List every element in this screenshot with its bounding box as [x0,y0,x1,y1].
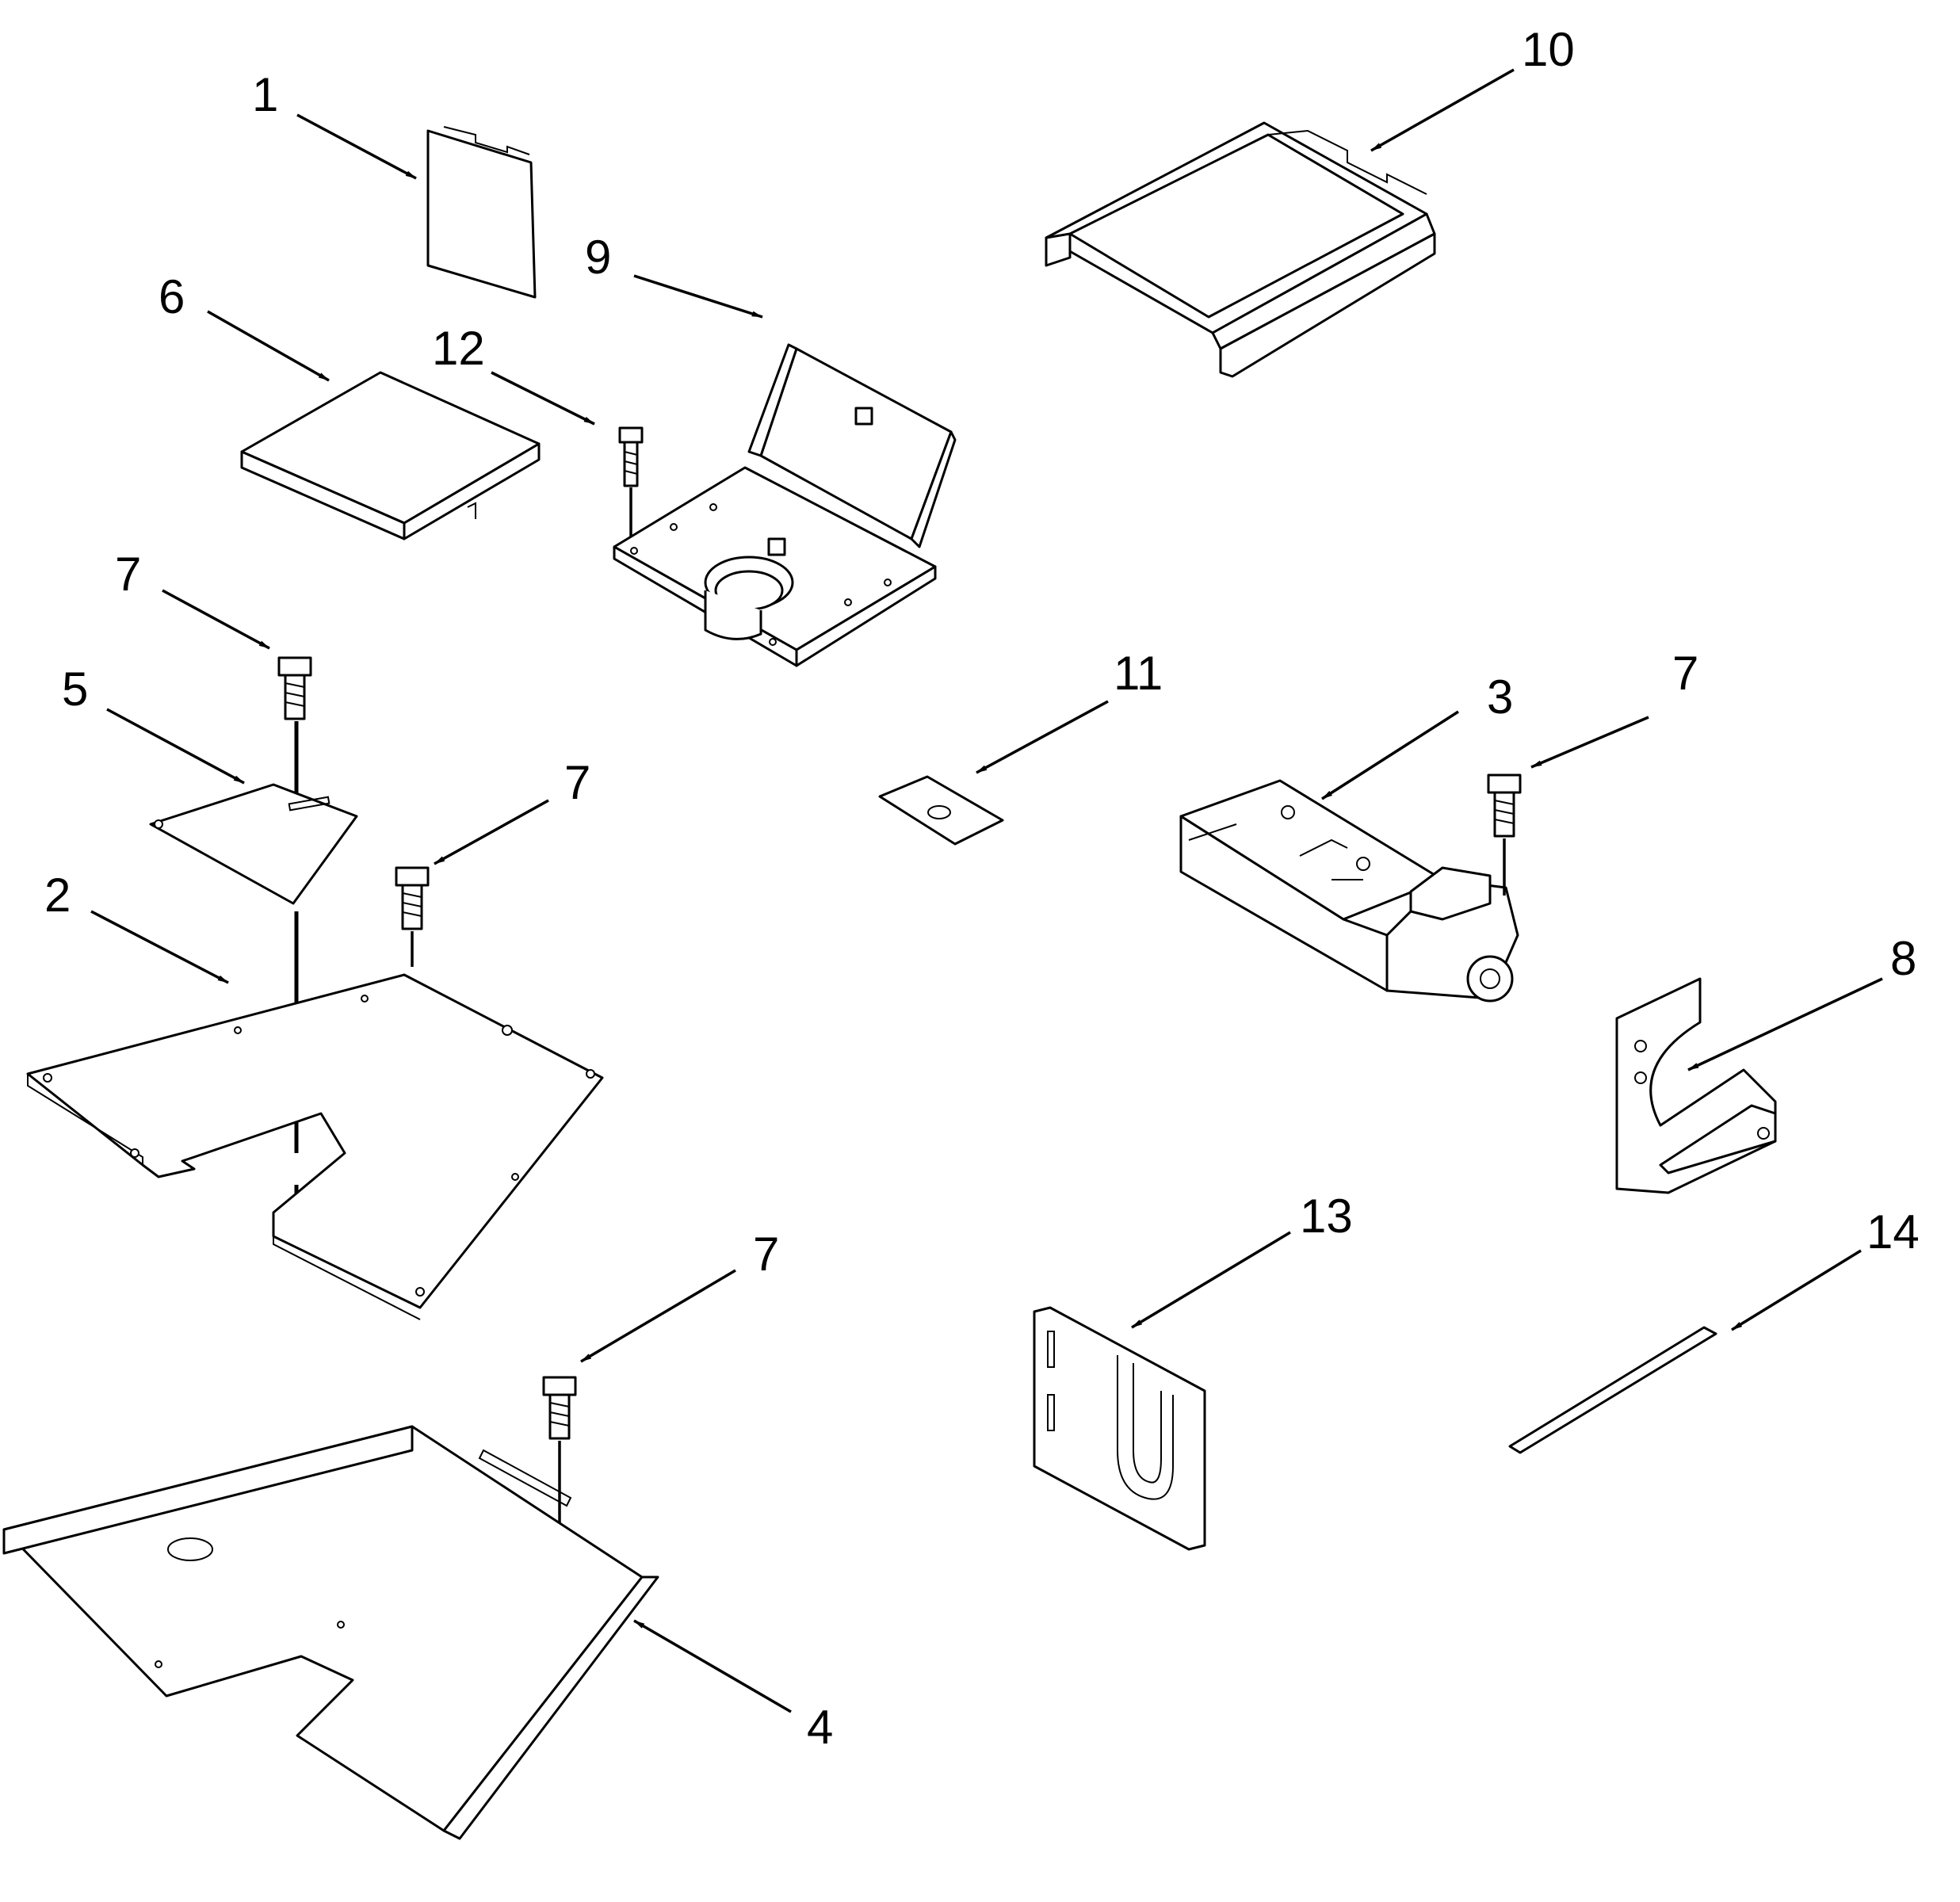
callout-1: 1 [252,68,278,121]
callout-6: 6 [159,270,185,323]
part-13-slotted-plate[interactable] [1033,1306,1206,1551]
callout-7b: 7 [564,756,590,809]
callout-labels: 1 2 3 4 5 6 7 7 7 7 8 9 10 11 12 13 14 [44,23,1920,1754]
callout-7d: 7 [753,1228,779,1281]
part-4-floor-pan[interactable] [2,1425,659,1840]
part-7-screw-a[interactable] [277,656,312,720]
callout-8: 8 [1890,932,1916,985]
callout-7a: 7 [115,548,141,601]
callout-3: 3 [1487,670,1513,724]
part-5-plate[interactable] [149,783,358,905]
part-2-base-plate[interactable] [26,973,604,1320]
callout-11: 11 [1114,647,1163,700]
callout-2: 2 [44,869,71,922]
part-12-screw[interactable] [618,426,644,539]
part-8-curved-bracket[interactable] [1615,977,1777,1194]
callout-5: 5 [62,663,88,716]
callout-12: 12 [432,322,485,375]
callout-10: 10 [1522,23,1575,76]
callout-4: 4 [807,1701,833,1754]
callout-7c: 7 [1672,647,1698,700]
callout-9: 9 [585,231,611,284]
part-10-frame-rail[interactable] [1045,121,1436,378]
callout-14: 14 [1866,1205,1920,1258]
part-9-duct-housing[interactable] [613,343,957,667]
part-1-panel[interactable] [426,126,537,299]
leader-arrows [90,68,1883,1713]
part-7-screw-b[interactable] [395,866,430,967]
part-6-tray[interactable] [240,371,541,540]
part-3-motor-assembly[interactable] [1179,779,1519,1003]
part-14-strip[interactable] [1508,1326,1717,1454]
part-7-screw-d[interactable] [1487,773,1522,896]
part-11-bracket[interactable] [878,775,1004,846]
callout-13: 13 [1300,1190,1353,1243]
